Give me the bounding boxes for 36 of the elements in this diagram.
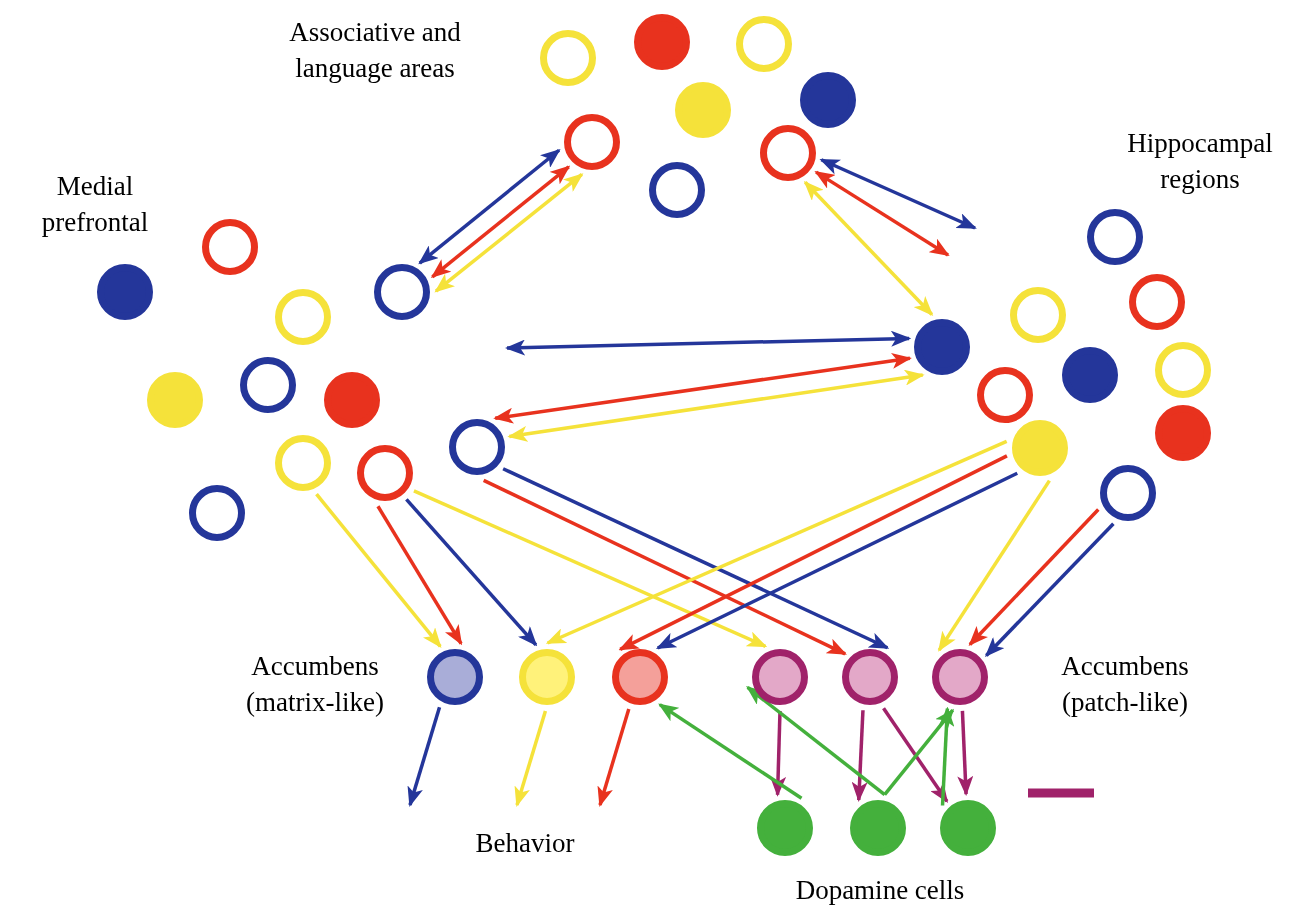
region-label: Accumbens (matrix-like) (245, 650, 385, 719)
arrow (315, 493, 442, 648)
region-label: Dopamine cells (794, 874, 966, 907)
region-label: Accumbens (patch-like) (1060, 650, 1190, 719)
arrow (957, 710, 974, 797)
arrow (814, 170, 950, 257)
arrow (803, 180, 934, 316)
arrow (984, 522, 1115, 657)
arrow (505, 330, 912, 356)
arrow (430, 165, 571, 279)
arrow (545, 439, 1008, 645)
arrow (746, 685, 886, 797)
arrow (938, 706, 955, 806)
arrow (376, 505, 463, 646)
arrow (418, 148, 561, 265)
arrow (413, 489, 768, 648)
arrow (493, 352, 912, 424)
arrow (405, 498, 538, 647)
arrow (658, 703, 803, 800)
region-label: Hippocampal regions (1126, 127, 1274, 196)
arrow (883, 708, 955, 796)
arrow (482, 478, 847, 656)
arrow (502, 467, 890, 650)
arrow (507, 369, 925, 442)
region-label: Behavior (474, 827, 576, 860)
arrow (968, 508, 1100, 646)
region-label: Medial prefrontal (40, 170, 150, 239)
arrow (514, 710, 548, 807)
arrow (618, 454, 1008, 651)
arrow (851, 710, 868, 802)
arrow (770, 710, 787, 797)
region-label: Associative and language areas (288, 16, 462, 85)
arrow (407, 706, 442, 807)
arrow (819, 158, 977, 230)
arrow (434, 173, 584, 293)
arrow (597, 708, 631, 807)
